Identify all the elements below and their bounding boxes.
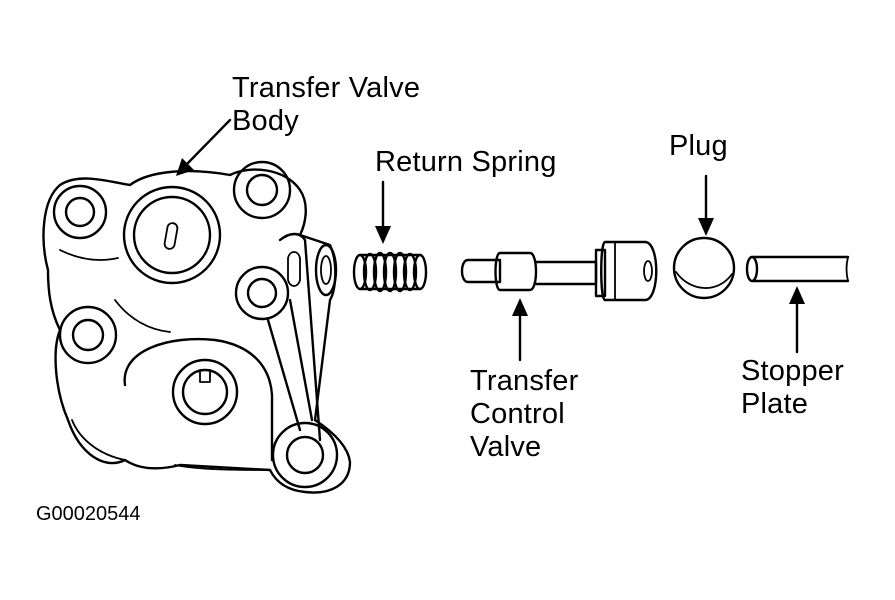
leader-arrows (176, 118, 805, 362)
label-transfer-control-valve-line-3: Valve (470, 431, 542, 463)
label-transfer-valve-body: Transfer Valve Body (232, 72, 420, 138)
label-transfer-control-valve-line-1: Transfer (470, 365, 579, 397)
label-transfer-control-valve-line-2: Control (470, 398, 565, 430)
figure-code: G00020544 (36, 503, 141, 525)
label-transfer-valve-body-line-2: Body (232, 105, 299, 137)
label-plug-text: Plug (669, 130, 728, 162)
stopper-plate-part (745, 255, 850, 283)
plug-part (672, 236, 736, 300)
label-stopper-plate: Stopper Plate (741, 355, 844, 421)
label-stopper-plate-line-2: Plate (741, 388, 809, 420)
return-spring-part (352, 251, 428, 293)
label-transfer-control-valve: Transfer Control Valve (470, 365, 579, 464)
label-return-spring-text: Return Spring (375, 146, 557, 178)
label-transfer-valve-body-line-1: Transfer Valve (232, 72, 421, 104)
label-stopper-plate-line-1: Stopper (741, 355, 844, 387)
transfer-valve-body (42, 160, 352, 494)
label-return-spring: Return Spring (375, 146, 557, 179)
transfer-control-valve-part (460, 240, 658, 302)
label-plug: Plug (669, 130, 728, 163)
